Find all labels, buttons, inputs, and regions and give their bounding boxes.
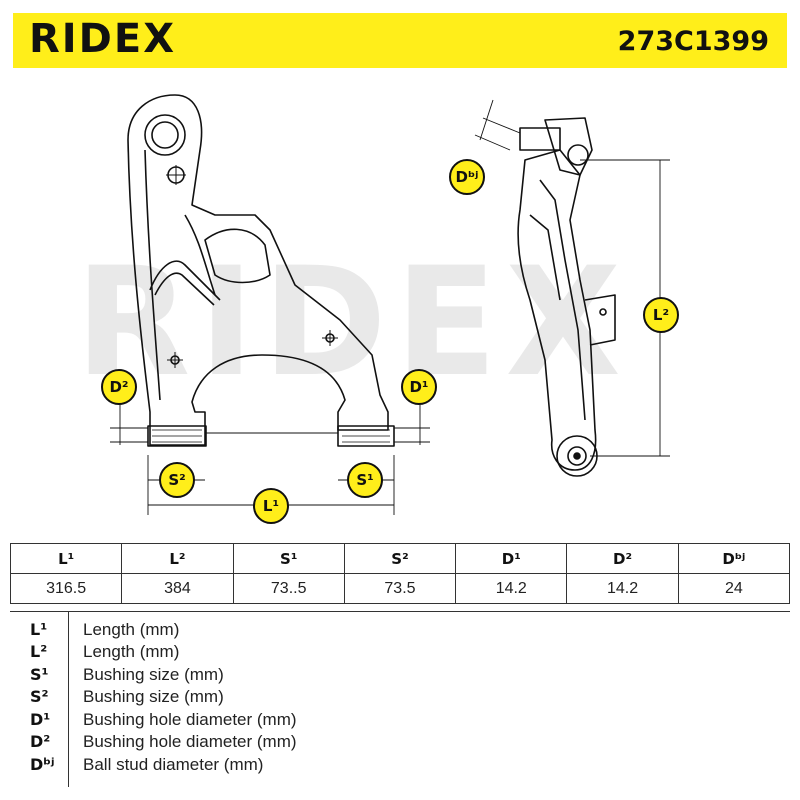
watermark: RIDEX — [75, 236, 629, 410]
legend-symbol: D¹ — [30, 710, 51, 729]
value-dbj: 24 — [677, 573, 791, 604]
part-number: 273C1399 — [617, 26, 769, 57]
legend-symbol: S¹ — [30, 665, 49, 684]
spec-table: L¹ L² S¹ S² D¹ D² Dᵇʲ 316.5 384 73..5 73… — [9, 543, 791, 604]
col-header-s1: S¹ — [232, 543, 345, 574]
legend-symbol: S² — [30, 687, 49, 706]
legend-item: L² Length (mm) — [10, 642, 790, 664]
dimension-badge-dbj: Dᵇʲ — [449, 159, 485, 195]
legend: L¹ Length (mm) L² Length (mm) S¹ Bushing… — [10, 611, 790, 787]
legend-item: Dᵇʲ Ball stud diameter (mm) — [10, 755, 790, 777]
legend-description: Bushing hole diameter (mm) — [83, 710, 297, 729]
value-s2: 73.5 — [343, 573, 457, 604]
spec-table-value-row: 316.5 384 73..5 73.5 14.2 14.2 24 — [9, 573, 791, 604]
legend-description: Bushing size (mm) — [83, 687, 224, 706]
legend-symbol: Dᵇʲ — [30, 755, 55, 774]
dimension-badge-l2: L² — [643, 297, 679, 333]
legend-symbol: L¹ — [30, 620, 48, 639]
arm-front-outline — [127, 94, 389, 446]
legend-description: Bushing hole diameter (mm) — [83, 732, 297, 751]
legend-symbol: D² — [30, 732, 51, 751]
col-header-dbj: Dᵇʲ — [677, 543, 791, 574]
col-header-l1: L¹ — [9, 543, 123, 574]
legend-item: D² Bushing hole diameter (mm) — [10, 732, 790, 754]
ball-joint-hole — [144, 114, 186, 156]
dimension-badge-s2: S² — [159, 462, 195, 498]
value-s1: 73..5 — [232, 573, 345, 604]
spec-table-header-row: L¹ L² S¹ S² D¹ D² Dᵇʲ — [9, 543, 791, 574]
legend-symbol: L² — [30, 642, 48, 661]
legend-description: Bushing size (mm) — [83, 665, 224, 684]
technical-drawing: RIDEX — [0, 70, 800, 540]
value-d1: 14.2 — [455, 573, 568, 604]
legend-item: S² Bushing size (mm) — [10, 687, 790, 709]
col-header-d1: D¹ — [455, 543, 568, 574]
brand-logo: RIDEX — [29, 16, 177, 62]
legend-item: S¹ Bushing size (mm) — [10, 665, 790, 687]
arm-side-outline — [517, 149, 597, 471]
dimension-badge-l1: L¹ — [253, 488, 289, 524]
header-banner: RIDEX 273C1399 — [13, 13, 787, 68]
legend-item: D¹ Bushing hole diameter (mm) — [10, 710, 790, 732]
value-l2: 384 — [121, 573, 234, 604]
legend-description: Length (mm) — [83, 642, 180, 661]
value-l1: 316.5 — [9, 573, 123, 604]
legend-description: Length (mm) — [83, 620, 180, 639]
legend-divider — [68, 612, 69, 787]
dimension-badge-s1: S¹ — [347, 462, 383, 498]
dimension-badge-d2: D² — [101, 369, 137, 405]
col-header-s2: S² — [343, 543, 457, 574]
col-header-l2: L² — [121, 543, 234, 574]
value-d2: 14.2 — [566, 573, 679, 604]
col-header-d2: D² — [566, 543, 679, 574]
dimension-badge-d1: D¹ — [401, 369, 437, 405]
legend-description: Ball stud diameter (mm) — [83, 755, 264, 774]
control-arm-drawing — [110, 94, 670, 515]
legend-item: L¹ Length (mm) — [10, 620, 790, 642]
